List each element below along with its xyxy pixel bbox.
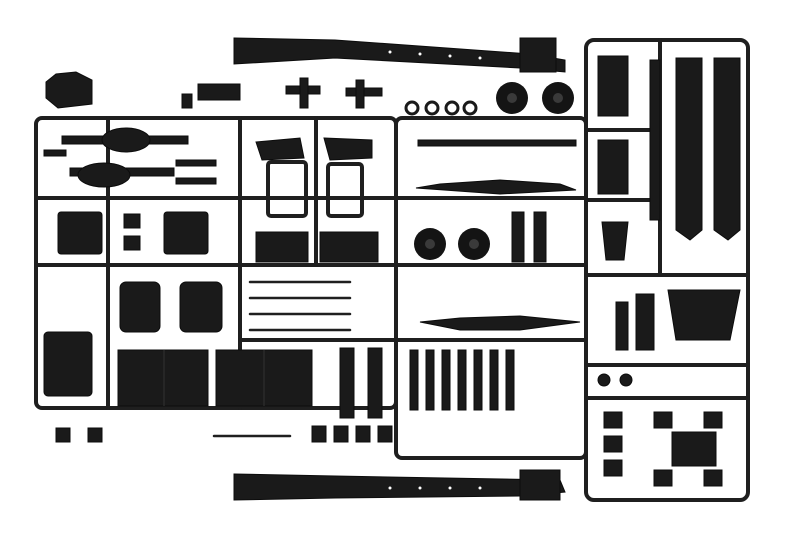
exhaust-and-shocks (409, 59, 661, 411)
top-left-parts (45, 71, 383, 109)
cab-frames (255, 137, 379, 263)
tanks-and-boxes (43, 281, 313, 407)
right-long-parts (597, 55, 741, 387)
rods-left (248, 280, 383, 419)
right-bottom-brackets (603, 411, 723, 487)
seat-panels (57, 211, 209, 255)
bottom-left-parts (55, 425, 393, 443)
chassis-rail-top (233, 37, 566, 73)
axle-parts (43, 127, 217, 188)
chassis-rail-bottom (233, 469, 566, 501)
middle-parts (404, 82, 581, 331)
